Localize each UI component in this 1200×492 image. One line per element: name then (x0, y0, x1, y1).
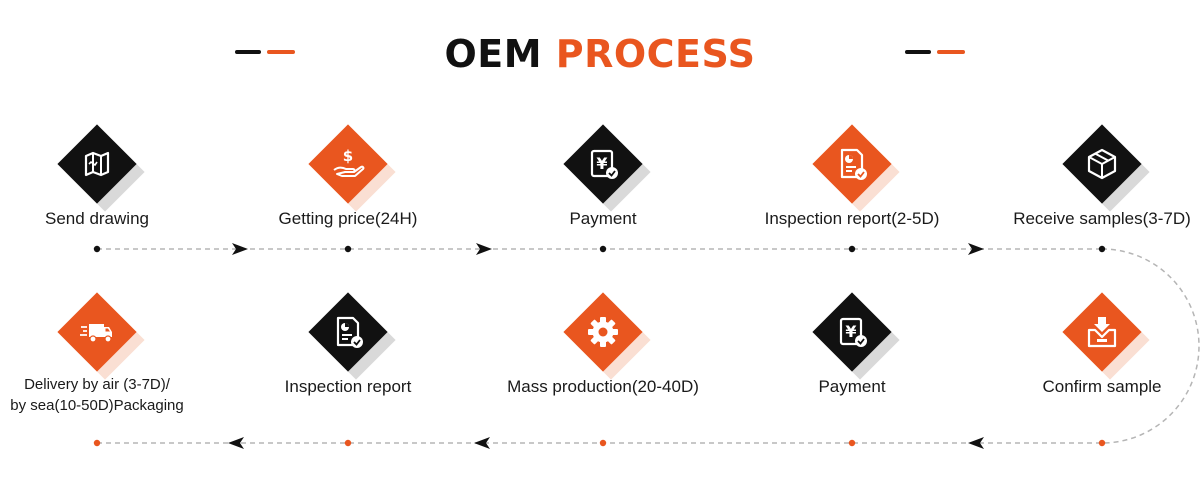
map-icon (77, 144, 117, 184)
svg-text:¥: ¥ (596, 154, 607, 173)
step-dot-bottom-1 (93, 439, 101, 447)
package-icon (1082, 144, 1122, 184)
report-icon-badge (812, 124, 900, 212)
step-dot-top-1 (93, 245, 101, 253)
step-label: Receive samples(3-7D) (1013, 209, 1191, 228)
inbox-icon (1082, 312, 1122, 352)
svg-text:$: $ (343, 147, 353, 165)
step-label: Payment (818, 377, 886, 396)
svg-text:¥: ¥ (845, 322, 856, 341)
gear-icon-badge (563, 292, 651, 380)
step-label: Confirm sample (1042, 377, 1162, 396)
package-icon-badge (1062, 124, 1150, 212)
step-dot-bottom-4 (848, 439, 856, 447)
title-decoration-left (235, 50, 295, 54)
map-icon-badge (57, 124, 145, 212)
gear-icon (583, 312, 623, 352)
step-label: Payment (569, 209, 637, 228)
yen-payment-icon-badge: ¥ (563, 124, 651, 212)
flow-arrow-right-3 (968, 243, 984, 255)
flow-arrow-left-3 (968, 437, 984, 449)
step-dot-top-2 (344, 245, 352, 253)
inbox-icon-badge (1062, 292, 1150, 380)
title-decoration-right (905, 50, 965, 54)
flow-arrow-left-1 (228, 437, 244, 449)
step-dot-top-3 (599, 245, 607, 253)
step-dot-bottom-3 (599, 439, 607, 447)
page-title: OEM PROCESS (0, 30, 1200, 78)
yen-payment-icon-badge: ¥ (812, 292, 900, 380)
step-dot-bottom-5 (1098, 439, 1106, 447)
report-icon (832, 144, 872, 184)
title-word-oem: OEM (444, 32, 543, 76)
step-label: Delivery by air (3-7D)/by sea(10-50D)Pac… (10, 376, 184, 414)
step-label: Getting price(24H) (278, 209, 418, 228)
report-icon-badge (308, 292, 396, 380)
step-label: Inspection report(2-5D) (764, 209, 940, 228)
truck-icon-badge (57, 292, 145, 380)
step-dot-top-4 (848, 245, 856, 253)
step-dot-bottom-2 (344, 439, 352, 447)
yen-payment-icon: ¥ (832, 312, 872, 352)
truck-icon (77, 312, 117, 352)
report-icon (328, 312, 368, 352)
flow-arrow-left-2 (474, 437, 490, 449)
title-word-process: PROCESS (555, 32, 756, 76)
step-label: Inspection report (284, 377, 412, 396)
flow-line-turn (1101, 248, 1200, 444)
price-hand-icon-badge: $ (308, 124, 396, 212)
flow-arrow-right-1 (232, 243, 248, 255)
flow-arrow-right-2 (476, 243, 492, 255)
yen-payment-icon: ¥ (583, 144, 623, 184)
step-label: Send drawing (45, 209, 149, 228)
step-dot-top-5 (1098, 245, 1106, 253)
price-hand-icon: $ (328, 144, 368, 184)
step-label: Mass production(20-40D) (507, 377, 699, 396)
